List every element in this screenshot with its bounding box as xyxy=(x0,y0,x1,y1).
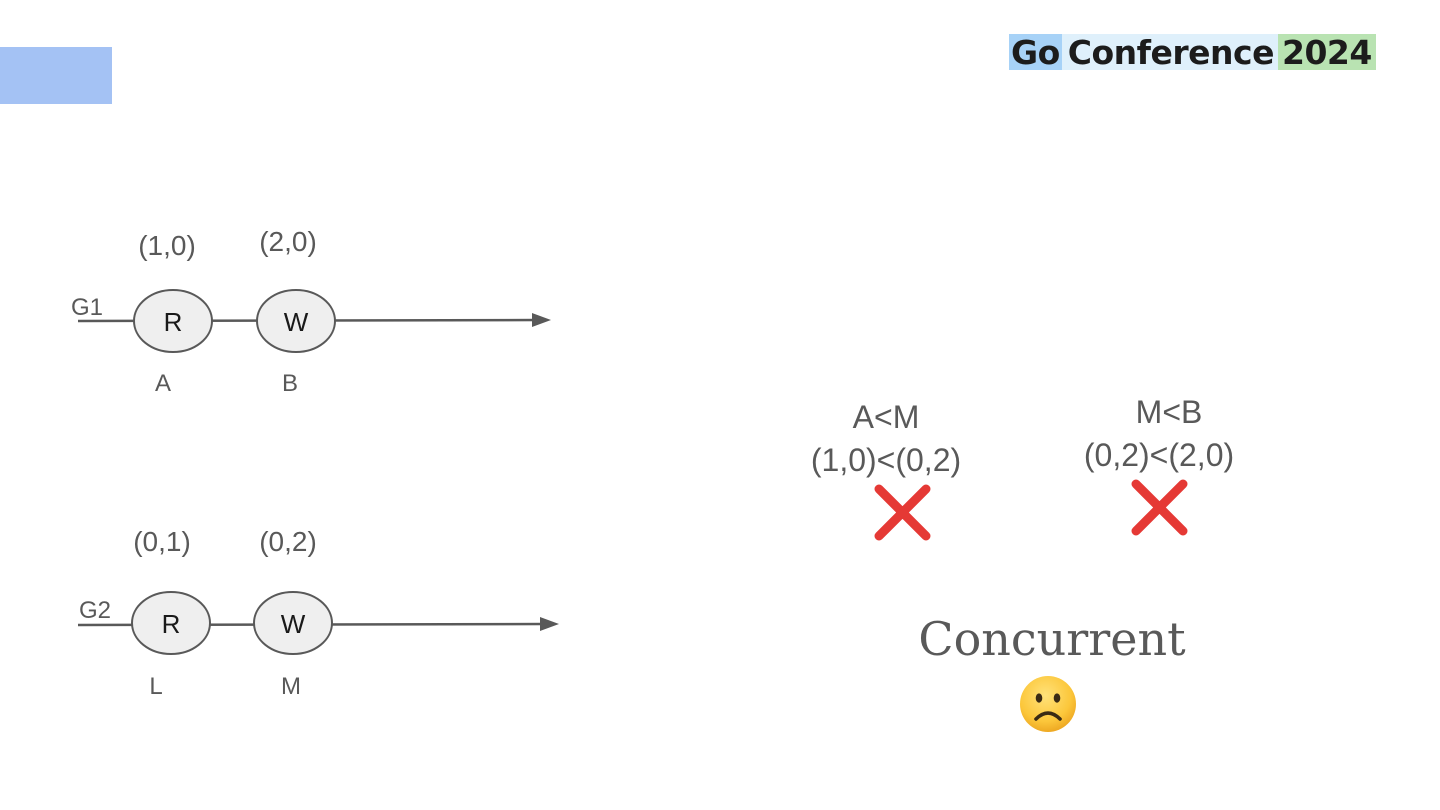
clock-label-a: (1,0) xyxy=(138,230,196,261)
event-node-b xyxy=(256,289,336,353)
corner-accent-block xyxy=(0,47,112,104)
comparison-clocks-a-m: (1,0)<(0,2) xyxy=(810,442,962,478)
clock-label-b: (2,0) xyxy=(259,226,317,257)
frowning-face-icon xyxy=(1020,676,1076,732)
thread-label-g2: G2 xyxy=(79,597,112,624)
thread-label-g1: G1 xyxy=(71,294,104,321)
g1-arrowhead xyxy=(532,313,551,327)
event-node-l xyxy=(131,591,211,655)
event-label-b: B xyxy=(281,370,299,397)
g2-arrowhead xyxy=(540,617,559,631)
comparison-relation-m-b: M<B xyxy=(1135,394,1203,430)
logo-year: 2024 xyxy=(1277,34,1376,72)
event-label-m: M xyxy=(281,673,301,700)
event-label-a: A xyxy=(154,370,172,397)
comparison-clocks-m-b: (0,2)<(2,0) xyxy=(1083,437,1235,473)
cross-mark-icon xyxy=(874,484,931,541)
cross-mark-icon xyxy=(1131,479,1188,536)
event-node-a xyxy=(133,289,213,353)
node-op-m: W xyxy=(280,609,306,639)
clock-label-m: (0,2) xyxy=(259,526,317,557)
node-op-b: W xyxy=(283,307,309,337)
event-label-l: L xyxy=(149,673,163,700)
clock-label-l: (0,1) xyxy=(133,526,191,557)
event-node-m xyxy=(253,591,333,655)
node-op-a: R xyxy=(163,307,183,337)
logo-conference: Conference xyxy=(1061,34,1278,72)
comparison-relation-a-m: A<M xyxy=(852,399,920,435)
node-op-l: R xyxy=(161,609,181,639)
logo-go: Go xyxy=(1009,33,1062,72)
result-text: Concurrent xyxy=(918,612,1186,666)
